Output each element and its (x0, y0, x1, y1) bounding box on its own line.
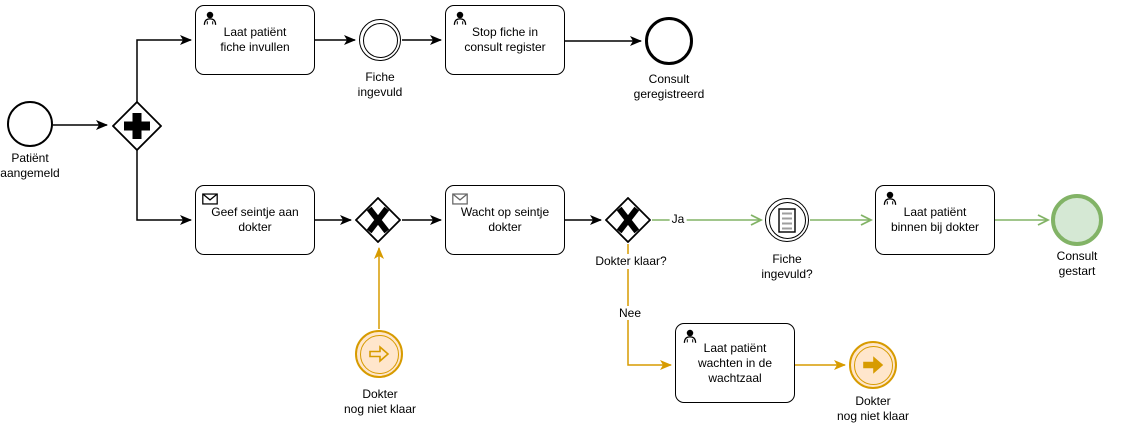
user-icon (453, 11, 467, 25)
event-label-link-throw: Dokter nog niet klaar (834, 394, 912, 424)
task-wacht-op-seintje-dokter[interactable]: Wacht op seintje dokter (445, 185, 565, 255)
exclusive-gateway-merge[interactable] (354, 196, 402, 244)
task-geef-seintje-aan-dokter[interactable]: Geef seintje aan dokter (195, 185, 315, 255)
x-gateway-icon (366, 206, 390, 234)
task-label: Stop fiche in consult register (464, 25, 546, 54)
link-arrow-icon (369, 345, 390, 363)
task-label: Laat patiënt wachten in de wachtzaal (697, 340, 773, 385)
end-event-consult-geregistreerd[interactable] (645, 17, 693, 65)
end-event-consult-gestart[interactable] (1051, 194, 1103, 246)
gateway-label-dokter-klaar: Dokter klaar? (593, 254, 669, 269)
link-throw-event-dokter-nog-niet-klaar[interactable] (849, 341, 897, 389)
conditional-event-fiche-ingevuld[interactable] (765, 198, 809, 242)
user-icon (203, 11, 217, 25)
flow-parallel-to-geef-seintje[interactable] (136, 150, 192, 225)
parallel-gateway-plus-icon (124, 113, 150, 139)
intermediate-event-fiche-ingevuld[interactable] (359, 19, 401, 61)
event-label-consult-geregistreerd: Consult geregistreerd (631, 72, 707, 102)
exclusive-gateway-dokter-klaar[interactable] (604, 196, 652, 244)
start-event-patient-aangemeld[interactable] (7, 101, 53, 147)
link-arrow-icon (863, 356, 884, 374)
task-laat-patient-wachten-wachtzaal[interactable]: Laat patiënt wachten in de wachtzaal (675, 323, 795, 403)
task-label: Laat patiënt binnen bij dokter (890, 205, 980, 234)
x-gateway-icon (616, 206, 640, 234)
event-label-fiche-ingevuld-check: Fiche ingevuld? (759, 252, 815, 282)
task-label: Wacht op seintje dokter (460, 205, 550, 234)
flow-parallel-to-fiche-invullen[interactable] (136, 35, 192, 102)
user-icon (883, 191, 897, 205)
user-icon (683, 329, 697, 343)
conditional-list-icon (778, 207, 796, 233)
task-label: Geef seintje aan dokter (211, 205, 299, 234)
event-label-consult-gestart: Consult gestart (1054, 249, 1100, 279)
flow-label-nee: Nee (616, 306, 644, 320)
message-icon (452, 193, 468, 205)
event-label-link-catch: Dokter nog niet klaar (341, 387, 419, 417)
task-laat-patient-binnen-bij-dokter[interactable]: Laat patiënt binnen bij dokter (875, 185, 995, 255)
task-stop-fiche-in-consult-register[interactable]: Stop fiche in consult register (445, 5, 565, 75)
link-catch-event-dokter-nog-niet-klaar[interactable] (355, 330, 403, 378)
start-event-label: Patiënt aangemeld (0, 151, 62, 181)
task-laat-patient-fiche-invullen[interactable]: Laat patiënt fiche invullen (195, 5, 315, 75)
parallel-gateway[interactable] (111, 100, 163, 152)
event-label-fiche-ingevuld: Fiche ingevuld (355, 70, 405, 100)
message-icon (202, 193, 218, 205)
flow-label-ja: Ja (669, 212, 687, 226)
task-label: Laat patiënt fiche invullen (220, 25, 290, 54)
